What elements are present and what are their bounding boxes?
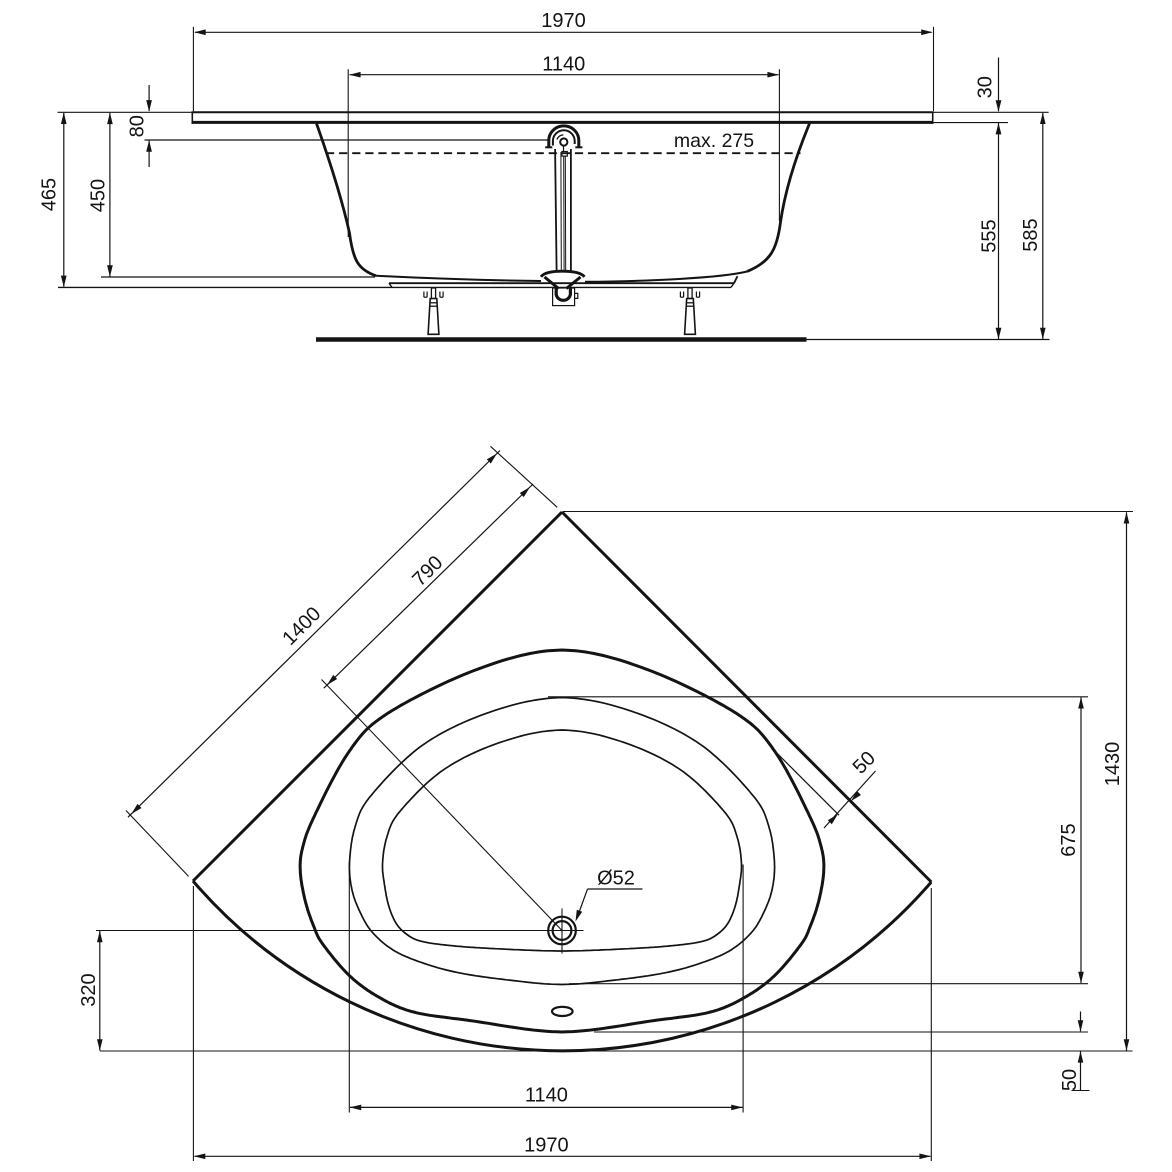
svg-text:465: 465 (39, 178, 61, 211)
svg-text:30: 30 (975, 76, 997, 98)
svg-text:80: 80 (127, 115, 149, 137)
svg-text:585: 585 (1020, 218, 1042, 251)
svg-text:450: 450 (88, 179, 110, 212)
svg-text:320: 320 (78, 973, 100, 1006)
svg-text:675: 675 (1058, 823, 1080, 856)
svg-text:Ø52: Ø52 (597, 868, 635, 890)
svg-text:1140: 1140 (525, 1085, 568, 1107)
svg-text:1970: 1970 (524, 1135, 569, 1157)
svg-text:1430: 1430 (1102, 742, 1124, 787)
svg-text:1970: 1970 (541, 10, 586, 32)
svg-text:1140: 1140 (542, 53, 585, 75)
svg-text:555: 555 (979, 219, 1001, 252)
svg-text:max. 275: max. 275 (674, 130, 754, 152)
svg-text:50: 50 (1059, 1069, 1081, 1091)
